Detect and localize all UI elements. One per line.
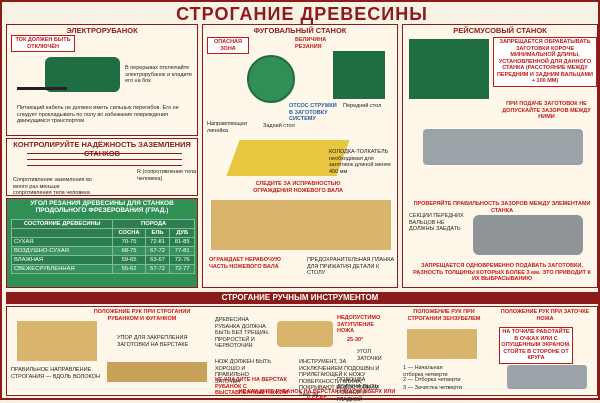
panel-thicknesser: РЕЙСМУСОВЫЙ СТАНОК ЗАПРЕЩАЕТСЯ ОБРАБАТЫВ…: [402, 24, 598, 288]
sharpening-illustration: [507, 365, 587, 389]
knife-shaft-icon: [247, 55, 295, 103]
plane-wood-note: ДРЕВЕСИНА РУБАНКА ДОЛЖНА БЫТЬ БЕЗ ТРЕЩИН…: [215, 317, 270, 349]
table-row: СВЕЖЕСРУБЛЕННАЯ 55-62 57-72 72-77: [10, 264, 195, 274]
power-line: [27, 159, 182, 160]
bench-stop-label: УПОР ДЛЯ ЗАКРЕПЛЕНИЯ ЗАГОТОВКИ НА ВЕРСТА…: [117, 335, 189, 348]
hands-position-title: ПОЛОЖЕНИЕ РУК ПРИ СТРОГАНИИ РУБАНКОМ И Ф…: [93, 309, 191, 322]
cable-illustration: [17, 87, 67, 90]
planing-direction-label: ПРАВИЛЬНОЕ НАПРАВЛЕНИЕ СТРОГАНИЯ — ВДОЛЬ…: [11, 367, 100, 380]
gap-check-note: ПРОВЕРЯЙТЕ ПРАВИЛЬНОСТЬ ЗАЗОРОВ МЕЖДУ ЭЛ…: [413, 201, 591, 214]
table-cell: ВОЗДУШНО-СУХАЯ: [10, 246, 114, 256]
thickness-warning: ЗАПРЕЩАЕТСЯ ОДНОВРЕМЕННО ПОДАВАТЬ ЗАГОТО…: [413, 263, 591, 282]
rebate-plane-illustration: [407, 329, 477, 359]
panel-cutting-angles: УГОЛ РЕЗАНИЯ ДРЕВЕСИНЫ ДЛЯ СТАНКОВ ПРОДО…: [6, 198, 198, 288]
grinder-warning: НА ТОЧИЛЕ РАБОТАЙТЕ В ОЧКАХ ИЛИ С ОПУЩЕН…: [499, 327, 573, 364]
electroplane-note: В перерывах отключайте электрорубанок и …: [125, 65, 193, 84]
angles-table: СОСТОЯНИЕ ДРЕВЕСИНЫ ПОРОДА СОСНА ЕЛЬ ДУБ…: [10, 219, 195, 274]
table-row: ВЛАЖНАЯ 59-65 63-67 72-76: [10, 255, 195, 265]
table-cell: 57-72: [144, 264, 171, 274]
angle-value: 25-30°: [347, 337, 364, 343]
roller-sections-illustration: [473, 215, 583, 255]
table-cell: ВЛАЖНАЯ: [10, 255, 114, 265]
danger-zone-label: ОПАСНАЯ ЗОНА: [207, 37, 249, 54]
table-cell: 67-72: [144, 246, 171, 256]
table-header: [10, 228, 114, 238]
table-header: СОСТОЯНИЕ ДРЕВЕСИНЫ: [10, 219, 114, 229]
table-cell: 72-77: [169, 264, 195, 274]
bench-knife-warning: НЕ КЛАДИТЕ НА ВЕРСТАК РУБАНОК С ВЫСТАВЛЕ…: [215, 377, 288, 396]
front-table-label: Передний стол: [343, 103, 382, 109]
table-row: ВОЗДУШНО-СУХАЯ 68-75 67-72 77-81: [10, 246, 195, 256]
blunt-knife-note: НЕДОПУСТИМО ЗАТУПЛЕНИЕ НОЖА: [337, 315, 381, 334]
jointer-machine-illustration: [333, 51, 385, 99]
electroplane-illustration: [45, 57, 120, 92]
panel-title: КОНТРОЛИРУЙТЕ НАДЁЖНОСТЬ ЗАЗЕМЛЕНИЯ СТАН…: [13, 140, 191, 158]
min-length-warning: ЗАПРЕЩАЕТСЯ ОБРАБАТЫВАТЬ ЗАГОТОВКИ КОРОЧ…: [493, 37, 597, 87]
table-cell: 72-81: [144, 237, 171, 247]
cable-note: Питающий кабель не должен иметь сильных …: [17, 105, 179, 124]
panel-electroplane: ЭЛЕКТРОРУБАНОК ТОК ДОЛЖЕН БЫТЬ ОТКЛЮЧЁН …: [6, 24, 198, 136]
table-cell: 68-75: [112, 246, 146, 256]
table-cell: 81-85: [169, 237, 195, 247]
panel-title: ФУГОВАЛЬНЫЙ СТАНОК: [253, 26, 347, 35]
planing-hand-illustration: [17, 321, 97, 361]
cut-label: ВЕЛИЧИНА РЕЗАНИЯ: [295, 37, 327, 50]
rear-table-label: Задний стол: [263, 123, 295, 129]
table-cell: 77-81: [169, 246, 195, 256]
rebate-title: ПОЛОЖЕНИЕ РУК ПРИ СТРОГАНИИ ЗЕНЗУБЕЛЕМ: [407, 309, 481, 322]
table-row: СУХАЯ 70-75 72-81 81-85: [10, 237, 195, 247]
hand-tools-band: [6, 292, 598, 304]
nonworking-part-label: ОГРАЖДАЕТ НЕРАБОЧУЮ ЧАСТЬ НОЖЕВОГО ВАЛА: [209, 257, 281, 270]
table-cell: 55-62: [112, 264, 146, 274]
table-cell: 72-76: [169, 255, 195, 265]
panel-title: УГОЛ РЕЗАНИЯ ДРЕВЕСИНЫ ДЛЯ СТАНКОВ ПРОДО…: [30, 200, 174, 214]
chip-suction-label: ОТСОС СТРУЖКИ В ЗАГОТОВКУ СИСТЕМУ: [289, 103, 337, 122]
panel-jointer: ФУГОВАЛЬНЫЙ СТАНОК ОПАСНАЯ ЗОНА ВЕЛИЧИНА…: [202, 24, 398, 288]
table-header: ЕЛЬ: [144, 228, 171, 238]
roller-sections-note: СЕКЦИИ ПЕРЕДНИХ ВАЛЬЦОВ НЕ ДОЛЖНЫ ЗАЕДАТ…: [409, 213, 464, 232]
panel-title: РЕЙСМУСОВЫЙ СТАНОК: [453, 26, 547, 35]
pusher-label: КОЛОДКА-ТОЛКАТЕЛЬ необходимая для загото…: [329, 149, 391, 175]
feed-gap-warning: ПРИ ПОДАЧЕ ЗАГОТОВОК НЕ ДОПУСКАЙТЕ ЗАЗОР…: [502, 101, 591, 120]
warning-note: ТОК ДОЛЖЕН БЫТЬ ОТКЛЮЧЁН: [11, 35, 75, 52]
table-cell: 59-65: [112, 255, 146, 265]
power-line: [27, 153, 182, 154]
angle-label: УГОЛ ЗАТОЧКИ: [357, 349, 382, 362]
step-1: 1 — Начальная отборка четверти: [403, 365, 448, 378]
plane-illustration: [277, 321, 333, 347]
grounding-label: Сопротивление заземления во много раз ме…: [13, 177, 92, 196]
safety-bar-label: ПРЕДОХРАНИТЕЛЬНАЯ ПЛАНКА ДЛЯ ПРИЖАТИЯ ДЕ…: [307, 257, 395, 276]
table-header: СОСНА: [112, 228, 146, 238]
hand-tools-title: СТРОГАНИЕ РУЧНЫМ ИНСТРУМЕНТОМ: [221, 293, 379, 302]
table-header: ПОРОДА: [112, 219, 195, 229]
table-cell: СУХАЯ: [10, 237, 114, 247]
panel-grounding: КОНТРОЛИРУЙТЕ НАДЁЖНОСТЬ ЗАЗЕМЛЕНИЯ СТАН…: [6, 138, 198, 196]
fence-label: Направляющая линейка: [207, 121, 247, 134]
rollers-illustration: [423, 129, 583, 165]
sharpen-title: ПОЛОЖЕНИЕ РУК ПРИ ЗАТОЧКЕ НОЖА: [500, 309, 590, 322]
table-header: ДУБ: [169, 228, 195, 238]
table-cell: СВЕЖЕСРУБЛЕННАЯ: [10, 264, 114, 274]
knife-up-warning: НЕ КЛАДИТЕ РУБАНОК НА ВЕРСТАК НОЖОМ ВВЕР…: [238, 389, 396, 402]
work-illustration: [211, 200, 391, 250]
table-cell: 70-75: [112, 237, 146, 247]
panel-title: ЭЛЕКТРОРУБАНОК: [66, 26, 138, 35]
table-cell: 63-67: [144, 255, 171, 265]
resistance-label: R (сопротивление тела человека): [137, 169, 197, 182]
guard-warning: СЛЕДИТЕ ЗА ИСПРАВНОСТЬЮ ОГРАЖДЕНИЯ НОЖЕВ…: [253, 181, 343, 194]
sharpening-note: НОЖ ДОЛЖЕН БЫТЬ ХОРОШО И ПРАВИЛЬНО ЗАТОЧ…: [215, 359, 271, 385]
lacquer-note: ИНСТРУМЕНТ, ЗА ИСКЛЮЧЕНИЕМ ПОДОШВЫ И ПРИ…: [299, 359, 380, 398]
bench-illustration: [107, 362, 207, 382]
thicknesser-machine-illustration: [409, 39, 489, 99]
step-2: 2 — Отборка четверти: [403, 377, 461, 383]
power-line: [27, 165, 182, 166]
step-3: 3 — Зачистка четверти: [403, 385, 462, 391]
page-title: СТРОГАНИЕ ДРЕВЕСИНЫ: [176, 4, 428, 24]
panel-hand-tools: ПОЛОЖЕНИЕ РУК ПРИ СТРОГАНИИ РУБАНКОМ И Ф…: [6, 306, 598, 403]
